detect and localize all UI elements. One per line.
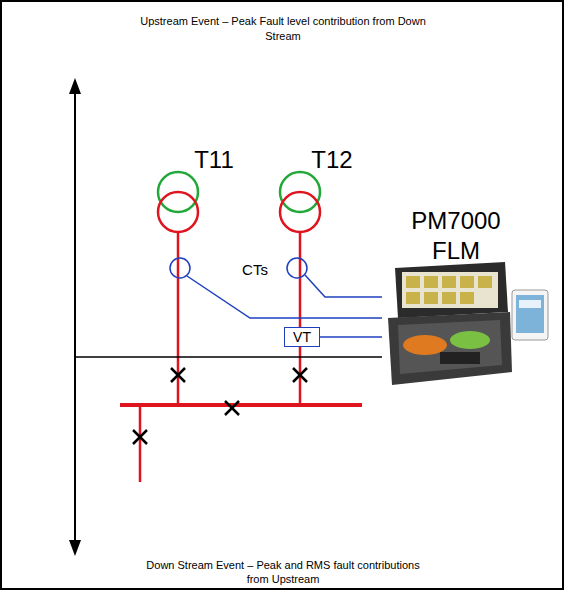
ct-symbol (170, 258, 190, 278)
arrow-head (69, 78, 81, 94)
feeder-line (139, 405, 142, 482)
vt-box: VT (284, 327, 320, 347)
arrow-head (69, 540, 81, 556)
diagram-title: Upstream Event – Peak Fault level contri… (135, 14, 431, 44)
transformer-label: T12 (302, 146, 362, 174)
ct-label: CTs (230, 261, 280, 279)
signal-wire (305, 275, 382, 297)
transformer-label: T11 (184, 146, 244, 174)
ct-symbol (287, 258, 307, 278)
transformer-symbol (158, 172, 198, 232)
instrument-label: PM7000 FLM (400, 206, 512, 266)
transformer-symbol (280, 172, 320, 232)
signal-wire (187, 276, 382, 318)
diagram-caption: Down Stream Event – Peak and RMS fault c… (135, 558, 431, 586)
direction-arrow (74, 92, 76, 545)
busbar (120, 403, 362, 407)
instrument-case (388, 262, 512, 385)
breaker-symbol (133, 368, 307, 444)
vt-label: VT (291, 329, 313, 345)
tablet-icon (512, 290, 548, 340)
boundary-line (75, 356, 382, 358)
